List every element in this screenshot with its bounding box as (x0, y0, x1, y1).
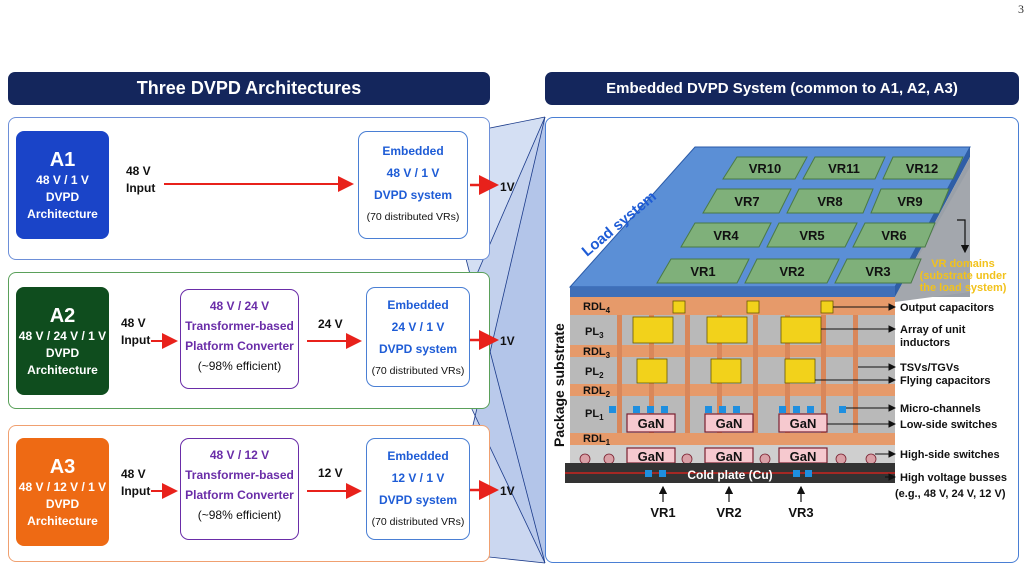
a2-converter-box: 48 V / 24 V Transformer-based Platform C… (180, 289, 299, 389)
gan-low-3: GaN (790, 416, 817, 431)
pl3-label: PL3 (585, 326, 604, 340)
bottom-vr1: VR1 (650, 505, 675, 520)
arch-a1-box: A1 48 V / 1 V DVPD Architecture (16, 131, 109, 239)
inductor-arrays (632, 316, 822, 344)
vr10-label: VR10 (749, 161, 782, 176)
page-number: 3 (1018, 2, 1024, 16)
arch-a1-line3: Architecture (27, 206, 98, 221)
arch-a3-box: A3 48 V / 12 V / 1 V DVPD Architecture (16, 438, 109, 546)
rdl4-layer (570, 297, 895, 315)
arch-a3-rating: 48 V / 12 V / 1 V (18, 479, 107, 494)
vr-tiles (656, 156, 964, 284)
right-header: Embedded DVPD System (common to A1, A2, … (545, 72, 1019, 105)
arch-a3-line2: DVPD (45, 496, 80, 511)
arch-a1-id: A1 (49, 148, 76, 171)
gan-high-2: GaN (716, 449, 743, 464)
label-flying-caps: Flying capacitors (900, 375, 990, 387)
vr11-label: VR11 (828, 161, 860, 176)
vr-domains-line1: VR domains (931, 258, 995, 270)
vr1-label: VR1 (690, 264, 715, 279)
a1-output: 1V (500, 180, 515, 194)
a1-embedded-box: Embedded 48 V / 1 V DVPD system (70 dist… (358, 131, 468, 239)
label-inductors-1: Array of unit (900, 324, 966, 336)
vr8-label: VR8 (817, 194, 842, 209)
arch-a2-line3: Architecture (27, 362, 98, 377)
vr2-label: VR2 (779, 264, 804, 279)
micro-channels (609, 406, 846, 413)
load-system-front (570, 287, 895, 297)
bottom-vr2: VR2 (716, 505, 741, 520)
arch-a2-rating: 48 V / 24 V / 1 V (18, 328, 107, 343)
gan-high-1: GaN (638, 449, 665, 464)
arch-a2-box: A2 48 V / 24 V / 1 V DVPD Architecture (16, 287, 109, 395)
arch-a3-line3: Architecture (27, 513, 98, 528)
pl1-label: PL1 (585, 408, 604, 422)
rdl3-label: RDL3 (583, 346, 611, 360)
arch-a3-id: A3 (49, 455, 76, 478)
gan-low-2: GaN (716, 416, 743, 431)
vr4-label: VR4 (713, 228, 739, 243)
vr-domains-line2: (substrate under (920, 270, 1008, 282)
label-tsvs: TSVs/TGVs (900, 362, 959, 374)
rdl4-label: RDL4 (583, 301, 611, 315)
gan-low-1: GaN (638, 416, 665, 431)
arch-a1-line2: DVPD (45, 189, 80, 204)
rdl1-label: RDL1 (583, 433, 611, 447)
vr6-label: VR6 (881, 228, 906, 243)
flying-capacitors (636, 358, 816, 384)
a3-intermediate-voltage: 12 V (318, 466, 343, 480)
a2-intermediate-voltage: 24 V (318, 317, 343, 331)
system-diagram: VR10 VR11 VR12 VR7 VR8 VR9 VR4 VR5 VR6 V… (551, 146, 1008, 520)
label-micro-channels: Micro-channels (900, 403, 981, 415)
a3-output: 1V (500, 484, 515, 498)
output-capacitors (672, 300, 834, 314)
a2-embedded-box: Embedded 24 V / 1 V DVPD system (70 dist… (366, 287, 470, 387)
vr5-label: VR5 (799, 228, 824, 243)
a3-embedded-box: Embedded 12 V / 1 V DVPD system (70 dist… (366, 438, 470, 540)
vr12-label: VR12 (906, 161, 939, 176)
label-output-caps: Output capacitors (900, 302, 994, 314)
cold-plate-label: Cold plate (Cu) (687, 468, 772, 482)
label-high-side: High-side switches (900, 449, 1000, 461)
arch-a2-id: A2 (49, 304, 76, 327)
arch-a1-rating: 48 V / 1 V (36, 172, 89, 187)
pl2-label: PL2 (585, 366, 604, 380)
gan-high-3: GaN (790, 449, 817, 464)
arch-a2-line2: DVPD (45, 345, 80, 360)
rdl2-label: RDL2 (583, 385, 611, 399)
package-substrate-label: Package substrate (551, 323, 567, 447)
a2-output: 1V (500, 334, 515, 348)
label-inductors-2: inductors (900, 337, 950, 349)
rdl1-layer (570, 433, 895, 445)
left-header: Three DVPD Architectures (8, 72, 490, 105)
a3-converter-box: 48 V / 12 V Transformer-based Platform C… (180, 438, 299, 540)
vr9-label: VR9 (897, 194, 922, 209)
bottom-vr3: VR3 (788, 505, 813, 520)
vr-domains-line3: the load system) (920, 282, 1007, 294)
label-low-side: Low-side switches (900, 419, 997, 431)
label-hv-busses-examples: (e.g., 48 V, 24 V, 12 V) (895, 488, 1006, 500)
label-hv-busses: High voltage busses (900, 472, 1007, 484)
vr7-label: VR7 (734, 194, 759, 209)
vr3-label: VR3 (865, 264, 890, 279)
